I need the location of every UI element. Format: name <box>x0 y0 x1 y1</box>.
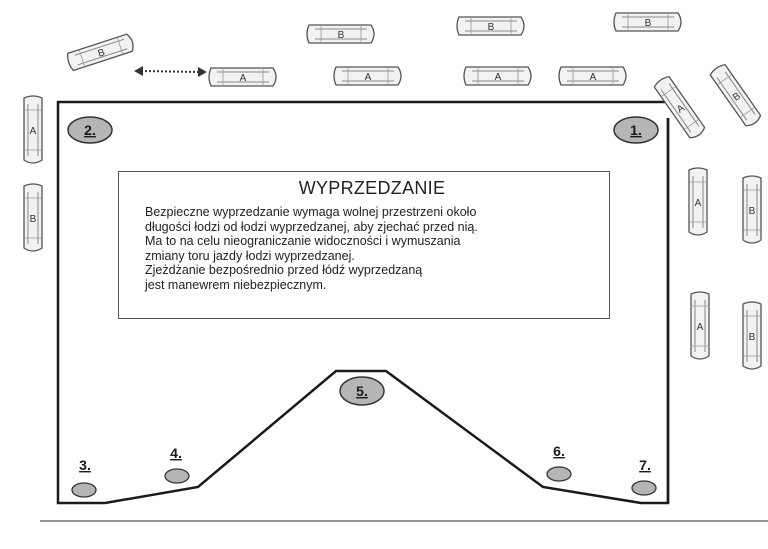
svg-text:A: A <box>365 72 372 83</box>
boat-a-7: A <box>688 167 708 236</box>
svg-text:7.: 7. <box>639 457 651 473</box>
info-line: jest manewrem niebezpiecznym. <box>145 277 327 292</box>
boat-a-1: A <box>208 67 277 87</box>
boat-b-6: B <box>23 183 43 252</box>
svg-text:B: B <box>30 214 37 225</box>
boat-b-1: B <box>65 32 136 72</box>
info-box: WYPRZEDZANIE Bezpieczne wyprzedzanie wym… <box>118 171 610 319</box>
svg-text:A: A <box>240 73 247 84</box>
boat-b-2: B <box>306 24 375 44</box>
marker-3: 3. <box>71 457 97 498</box>
boat-b-8: B <box>742 301 762 370</box>
marker-6: 6. <box>546 443 572 482</box>
svg-text:2.: 2. <box>84 122 96 138</box>
svg-text:B: B <box>97 47 107 60</box>
info-text: Bezpieczne wyprzedzanie wymaga wolnej pr… <box>145 205 599 292</box>
svg-text:B: B <box>488 22 495 33</box>
course-track <box>56 100 672 505</box>
boat-a-5: A <box>652 74 707 141</box>
svg-text:B: B <box>645 18 652 29</box>
svg-text:B: B <box>338 30 345 41</box>
info-line: zmiany toru jazdy łodzi wyprzedzanej. <box>145 248 355 263</box>
boat-b-3: B <box>456 16 525 36</box>
info-line: długości łodzi od łodzi wyprzedzanej, ab… <box>145 219 478 234</box>
svg-text:5.: 5. <box>356 383 368 399</box>
boat-b-5: B <box>708 62 763 129</box>
marker-1: 1. <box>613 116 659 144</box>
svg-text:1.: 1. <box>630 122 642 138</box>
svg-text:A: A <box>30 126 37 137</box>
info-line: Ma to na celu nieograniczanie widocznośc… <box>145 234 461 248</box>
marker-7: 7. <box>631 457 657 496</box>
boat-b-7: B <box>742 175 762 244</box>
boat-a-2: A <box>333 66 402 86</box>
boat-a-8: A <box>690 291 710 360</box>
svg-text:A: A <box>695 198 702 209</box>
info-title: WYPRZEDZANIE <box>298 178 446 198</box>
info-line: Bezpieczne wyprzedzanie wymaga wolnej pr… <box>145 205 477 219</box>
distance-arrow-icon <box>134 66 207 77</box>
marker-4: 4. <box>164 445 190 484</box>
marker-2: 2. <box>67 116 113 144</box>
boat-a-6: A <box>23 95 43 164</box>
svg-text:3.: 3. <box>79 457 91 473</box>
boat-a-4: A <box>558 66 627 86</box>
svg-text:B: B <box>749 206 756 217</box>
svg-text:A: A <box>697 322 704 333</box>
svg-text:A: A <box>590 72 597 83</box>
svg-text:4.: 4. <box>170 445 182 461</box>
boat-b-4: B <box>613 12 682 32</box>
svg-text:6.: 6. <box>553 443 565 459</box>
info-line: Zjeżdżanie bezpośrednio przed łódź wyprz… <box>145 263 423 277</box>
marker-5: 5. <box>339 376 385 406</box>
boat-a-3: A <box>463 66 532 86</box>
svg-text:A: A <box>495 72 502 83</box>
svg-text:B: B <box>749 332 756 343</box>
